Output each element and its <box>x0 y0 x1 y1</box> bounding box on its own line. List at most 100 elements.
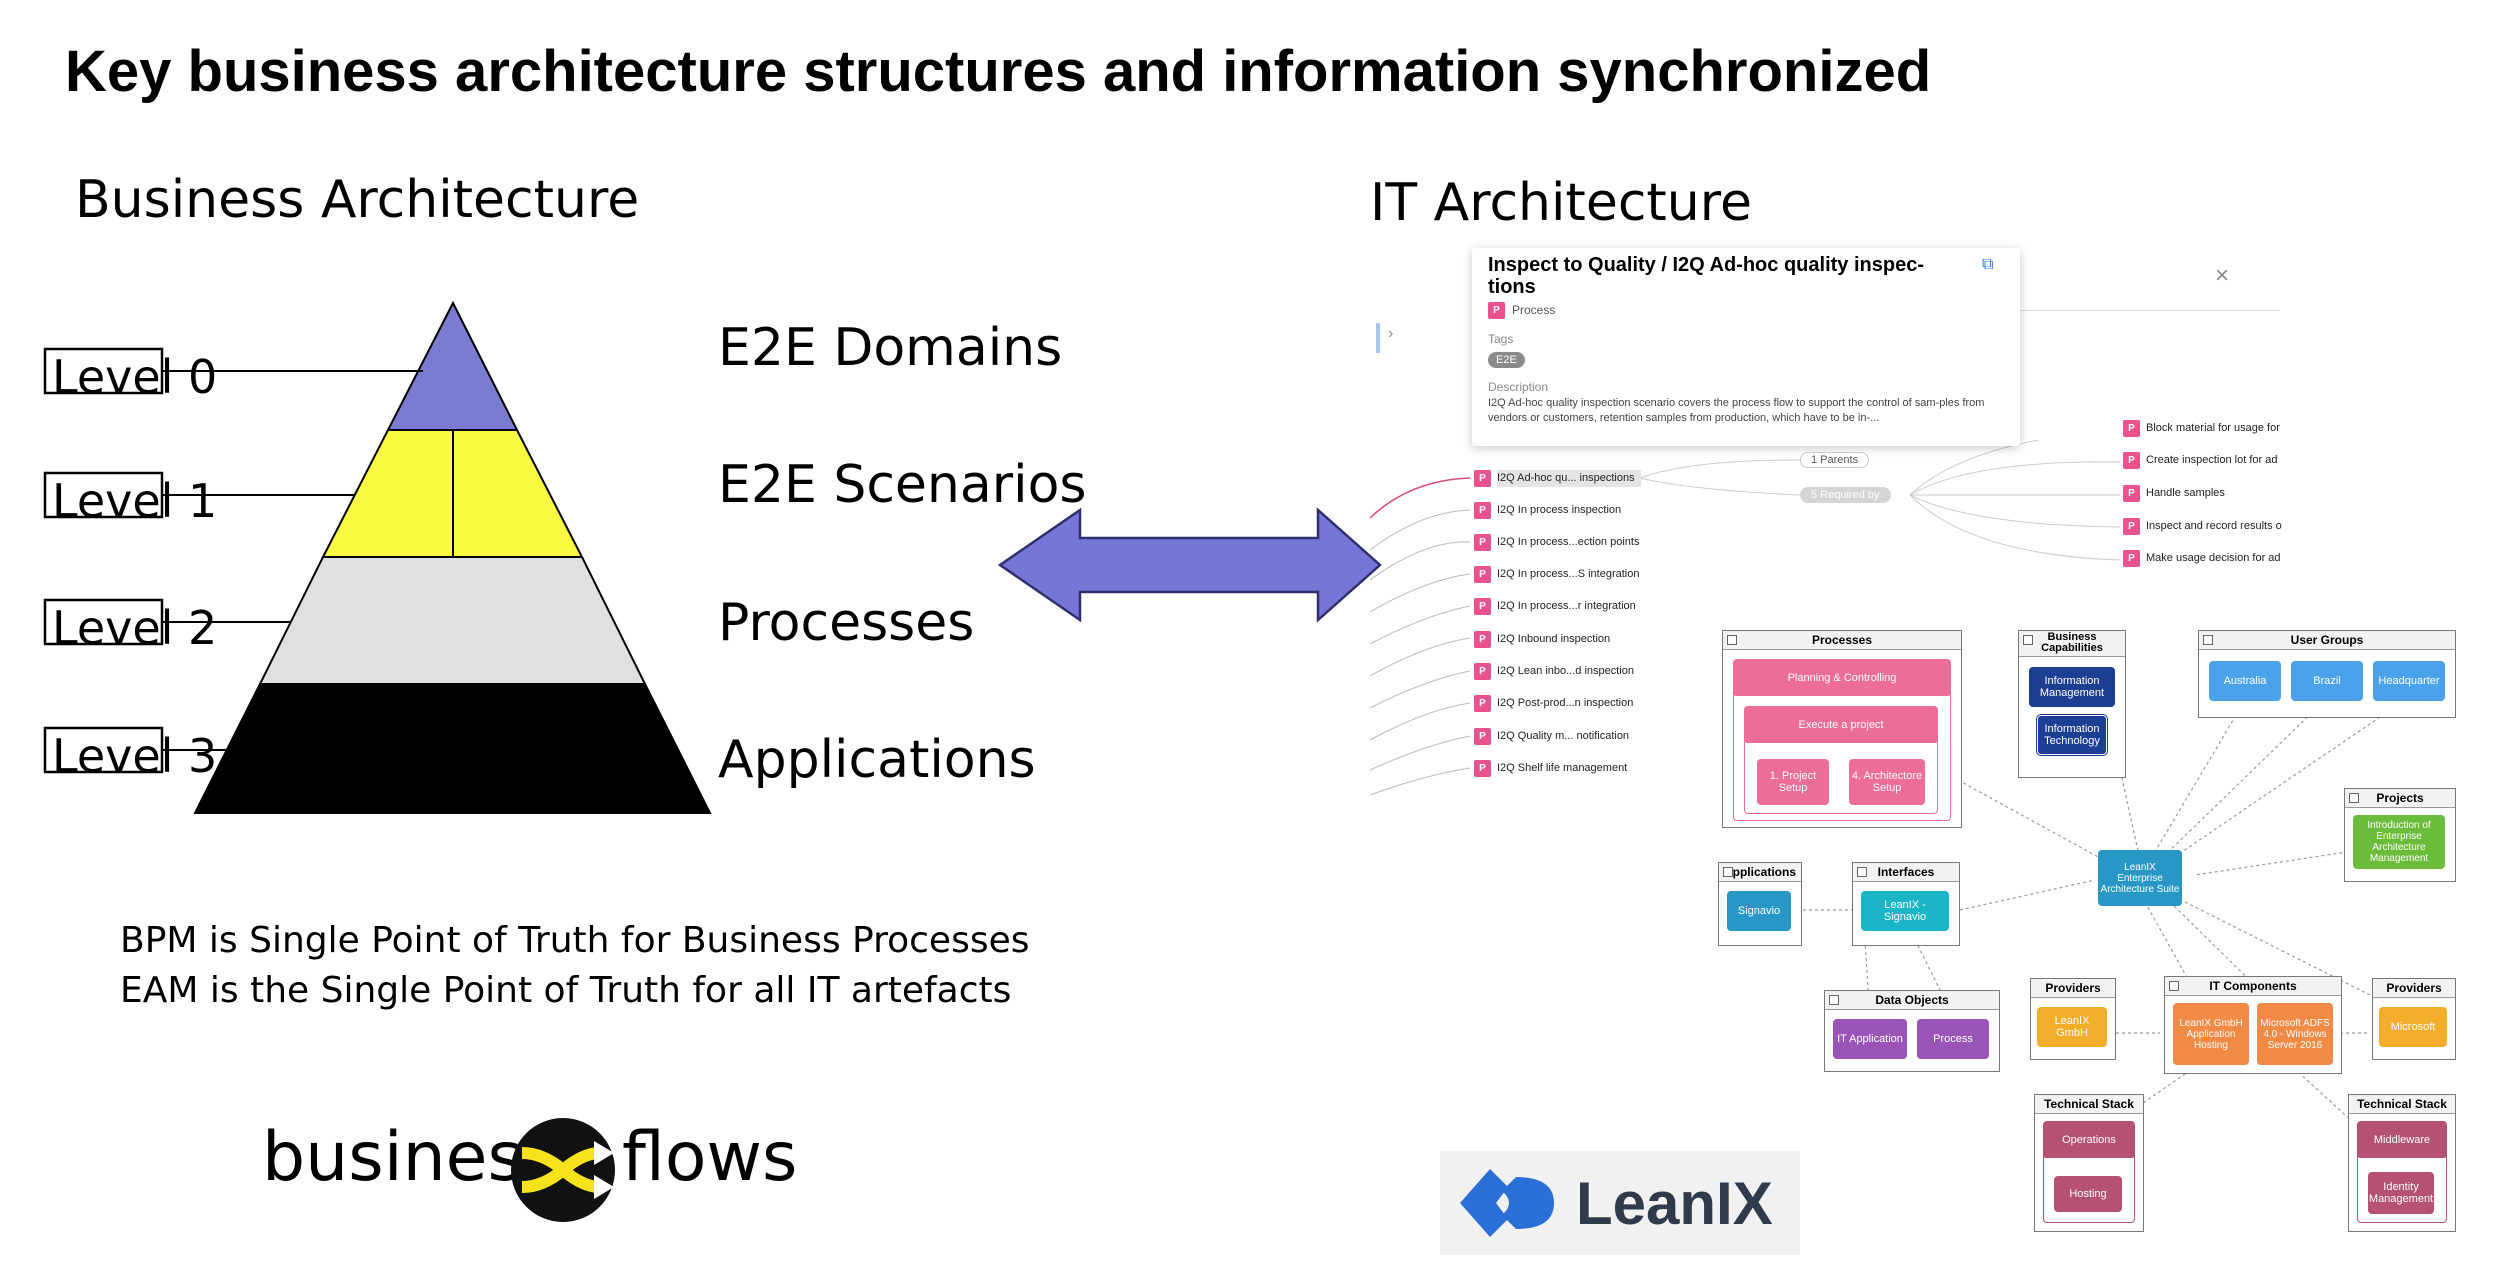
process-badge-icon: P <box>2123 452 2140 469</box>
tag-e2e[interactable]: E2E <box>1488 352 1525 368</box>
hosting-node[interactable]: Hosting <box>2054 1176 2122 1212</box>
list-item[interactable]: P I2Q Quality m... notification <box>1474 728 1629 745</box>
e2e-domains-label: E2E Domains <box>718 318 1063 378</box>
process-badge-icon: P <box>1474 695 1491 712</box>
list-item[interactable]: P I2Q Inbound inspection <box>1474 631 1610 648</box>
introduction-eam-node[interactable]: Introduction of Enterprise Architecture … <box>2353 815 2445 869</box>
level0-box <box>43 347 164 395</box>
expand-panel-icon[interactable]: › <box>1388 325 1394 342</box>
signavio-node[interactable]: Signavio <box>1727 891 1791 931</box>
e2e-scenarios-label: E2E Scenarios <box>718 455 1087 515</box>
process-badge-icon: P <box>1474 534 1491 551</box>
list-item[interactable]: P Inspect and record results o <box>2123 518 2282 535</box>
parents-pill[interactable]: 1 Parents <box>1800 452 1870 468</box>
list-item[interactable]: P I2Q Ad-hoc qu... inspections <box>1474 470 1641 487</box>
collapse-icon[interactable] <box>1829 995 1839 1005</box>
data-objects-header: Data Objects <box>1825 991 1999 1010</box>
leanix-signavio-node[interactable]: LeanIX - Signavio <box>1861 891 1949 931</box>
required-by-pill[interactable]: 5 Required by <box>1800 487 1891 503</box>
information-management-node[interactable]: Information Management <box>2029 667 2115 707</box>
close-icon[interactable]: × <box>2215 262 2230 289</box>
list-item[interactable]: P I2Q In process...ection points <box>1474 534 1639 551</box>
process-badge-icon: P <box>1474 502 1491 519</box>
process-detail-card[interactable]: Inspect to Quality / I2Q Ad-hoc quality … <box>1472 248 2020 446</box>
list-item[interactable]: P I2Q Lean inbo...d inspection <box>1474 663 1634 680</box>
card-title: Inspect to Quality / I2Q Ad-hoc quality … <box>1488 254 1924 298</box>
process-badge-icon: P <box>2123 420 2140 437</box>
process-badge-icon: P <box>1474 760 1491 777</box>
list-item[interactable]: P Handle samples <box>2123 485 2225 502</box>
planning-controlling-container[interactable]: Planning & Controlling Execute a project… <box>1733 659 1951 821</box>
execute-project-container[interactable]: Execute a project 1. Project Setup 4. Ar… <box>1744 706 1938 814</box>
level1-label: Level 1 <box>52 474 218 528</box>
process-data-node[interactable]: Process <box>1917 1019 1989 1059</box>
middleware-node: Middleware <box>2358 1122 2446 1158</box>
processes-box[interactable]: Processes Planning & Controlling Execute… <box>1722 630 1962 828</box>
user-groups-header: User Groups <box>2199 631 2455 650</box>
data-objects-box[interactable]: Data Objects IT Application Process <box>1824 990 2000 1072</box>
technical-stack-left-box[interactable]: Technical Stack Operations Hosting <box>2034 1094 2144 1232</box>
process-badge-icon: P <box>1474 598 1491 615</box>
operations-node: Operations <box>2044 1122 2134 1158</box>
list-item[interactable]: P I2Q In process inspection <box>1474 502 1621 519</box>
list-item[interactable]: P Block material for usage for <box>2123 420 2280 437</box>
collapse-icon[interactable] <box>1723 867 1733 877</box>
collapse-icon[interactable] <box>1727 635 1737 645</box>
level2-box <box>43 598 164 646</box>
microsoft-adfs-node[interactable]: Microsoft ADFS 4.0 - Windows Server 2016 <box>2257 1003 2333 1065</box>
headquarter-node[interactable]: Headquarter <box>2373 661 2445 701</box>
execute-project-node: Execute a project <box>1745 707 1937 743</box>
australia-node[interactable]: Australia <box>2209 661 2281 701</box>
identity-management-node[interactable]: Identity Management <box>2368 1172 2434 1214</box>
level1-box <box>43 471 164 519</box>
project-setup-node[interactable]: 1. Project Setup <box>1757 759 1829 805</box>
interfaces-header: Interfaces <box>1853 863 1959 882</box>
middleware-container[interactable]: Middleware Identity Management <box>2357 1121 2447 1223</box>
level3-label: Level 3 <box>52 729 218 783</box>
it-application-node[interactable]: IT Application <box>1833 1019 1907 1059</box>
collapse-icon[interactable] <box>2349 793 2359 803</box>
process-badge-icon: P <box>1474 728 1491 745</box>
providers-right-box[interactable]: Providers Microsoft <box>2372 978 2456 1060</box>
brazil-node[interactable]: Brazil <box>2291 661 2363 701</box>
interfaces-box[interactable]: Interfaces LeanIX - Signavio <box>1852 862 1960 946</box>
operations-container[interactable]: Operations Hosting <box>2043 1121 2135 1223</box>
it-architecture-heading: IT Architecture <box>1370 173 1752 233</box>
business-architecture-heading: Business Architecture <box>75 170 640 230</box>
list-item[interactable]: P Create inspection lot for ad <box>2123 452 2277 469</box>
providers-left-box[interactable]: Providers LeanIX GmbH <box>2030 978 2116 1060</box>
collapse-icon[interactable] <box>2203 635 2213 645</box>
sync-double-arrow <box>997 507 1382 623</box>
technical-stack-left-header: Technical Stack <box>2035 1095 2143 1114</box>
process-badge-icon: P <box>2123 518 2140 535</box>
list-item[interactable]: P I2Q Shelf life management <box>1474 760 1627 777</box>
leanix-application-hosting-node[interactable]: LeanIX GmbH Application Hosting <box>2173 1003 2249 1065</box>
process-badge-icon: P <box>1474 631 1491 648</box>
list-item[interactable]: P I2Q Post-prod...n inspection <box>1474 695 1633 712</box>
business-capabilities-box[interactable]: Business Capabilities Information Manage… <box>2018 630 2126 778</box>
providers-right-header: Providers <box>2373 979 2455 998</box>
leanix-gmbh-provider-node[interactable]: LeanIX GmbH <box>2037 1007 2107 1047</box>
technical-stack-right-header: Technical Stack <box>2349 1095 2455 1114</box>
microsoft-provider-node[interactable]: Microsoft <box>2379 1007 2447 1047</box>
process-badge-icon: P <box>1488 302 1505 319</box>
technical-stack-right-box[interactable]: Technical Stack Middleware Identity Mana… <box>2348 1094 2456 1232</box>
list-item[interactable]: P I2Q In process...r integration <box>1474 598 1636 615</box>
list-item[interactable]: P Make usage decision for ad <box>2123 550 2281 567</box>
projects-box[interactable]: Projects Introduction of Enterprise Arch… <box>2344 788 2456 882</box>
applications-box[interactable]: Applications Signavio <box>1718 862 1802 946</box>
open-external-icon[interactable]: ⧉ <box>1982 256 1994 273</box>
user-groups-box[interactable]: User Groups Australia Brazil Headquarter <box>2198 630 2456 718</box>
collapse-icon[interactable] <box>2169 981 2179 991</box>
collapse-icon[interactable] <box>2023 635 2033 645</box>
collapse-icon[interactable] <box>1857 867 1867 877</box>
page-title: Key business architecture structures and… <box>65 39 1932 104</box>
information-technology-node[interactable]: Information Technology <box>2036 714 2108 756</box>
process-badge-icon: P <box>1474 663 1491 680</box>
leanix-suite-node[interactable]: LeanIX Enterprise Architecture Suite <box>2098 850 2182 906</box>
business-flows-logo-left: business <box>262 1118 559 1197</box>
list-item[interactable]: P I2Q In process...S integration <box>1474 566 1639 583</box>
it-components-box[interactable]: IT Components LeanIX GmbH Application Ho… <box>2164 976 2342 1074</box>
processes-label: Processes <box>718 593 975 653</box>
architectore-setup-node[interactable]: 4. Architectore Setup <box>1849 759 1925 805</box>
